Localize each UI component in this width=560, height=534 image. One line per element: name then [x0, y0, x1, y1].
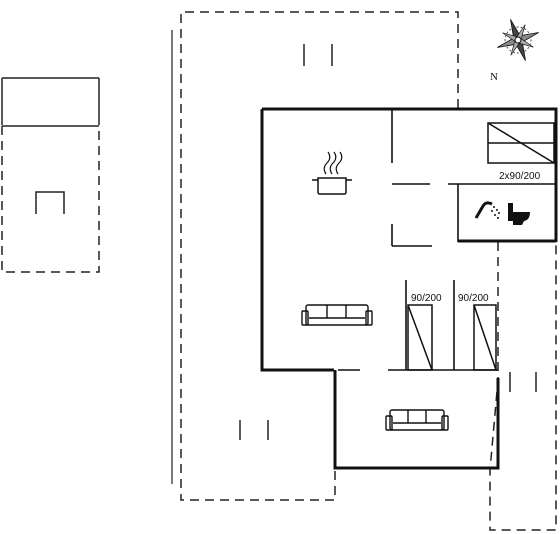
terrace-outline — [180, 11, 459, 501]
bed-label-2x90-200: 2x90/200 — [499, 171, 541, 182]
bunk-bed-symbol — [487, 122, 555, 164]
toilet-icon — [508, 203, 530, 225]
annex-sofa-icon — [385, 409, 449, 431]
living-sofa-icon — [301, 304, 373, 326]
house-walls — [260, 107, 558, 470]
north-label: N — [490, 71, 498, 83]
bed-icon — [35, 191, 65, 214]
corridor-outline — [489, 242, 557, 531]
bed-label-90-200-right: 90/200 — [458, 293, 489, 304]
cooking-pot-icon — [312, 151, 352, 195]
step-marks — [239, 44, 537, 440]
single-bed-left-symbol — [407, 304, 433, 371]
compass-rose-icon — [497, 19, 539, 61]
shower-icon — [474, 201, 500, 219]
bed-label-90-200-left: 90/200 — [411, 293, 442, 304]
single-bed-right-symbol — [473, 304, 497, 371]
annex-outline — [1, 77, 100, 273]
